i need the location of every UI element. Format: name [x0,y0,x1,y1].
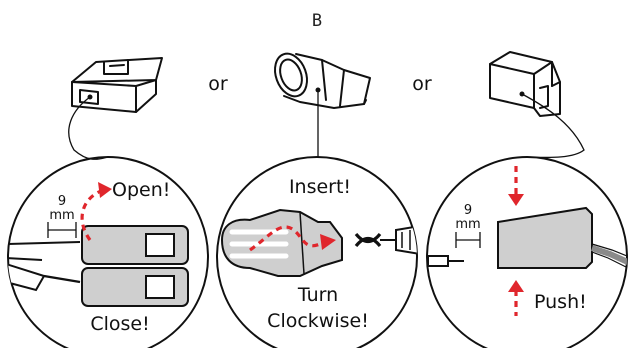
wire-nut-insert-label: Insert! [289,176,351,198]
wire-nut-clockwise-label: Clockwise! [267,310,369,332]
figure-title: B [312,11,322,31]
lever-open-arrowhead [98,182,112,198]
push-down-arrowhead [508,194,524,206]
push-in-connector-icon [489,51,561,117]
lever-strip-length: 9 [58,194,66,209]
lever-open-arrow [80,188,105,241]
or-label-left: or [208,73,228,95]
panel-lever: 9 mm Open! Close! [7,156,209,348]
panel-wire-nut: Insert! Turn Clockwise! [216,156,418,348]
leader-line-push-in [521,93,585,159]
leader-line-lever [68,96,109,160]
lever-close-label: Close! [90,313,149,335]
wire-nut-insert-arrowhead [320,234,336,250]
panel-push-in: 9 mm Push! [426,156,628,348]
push-label: Push! [534,291,587,313]
lever-connector-icon [71,57,163,113]
lever-strip-unit: mm [49,208,74,223]
push-up-arrowhead [508,280,524,292]
push-strip-length: 9 [464,203,472,218]
wire-nut-turn-label: Turn [297,284,338,306]
wire-nut-connector-icon [274,52,371,109]
or-label-right: or [412,73,432,95]
lever-open-label: Open! [112,179,170,201]
push-strip-unit: mm [455,217,480,232]
